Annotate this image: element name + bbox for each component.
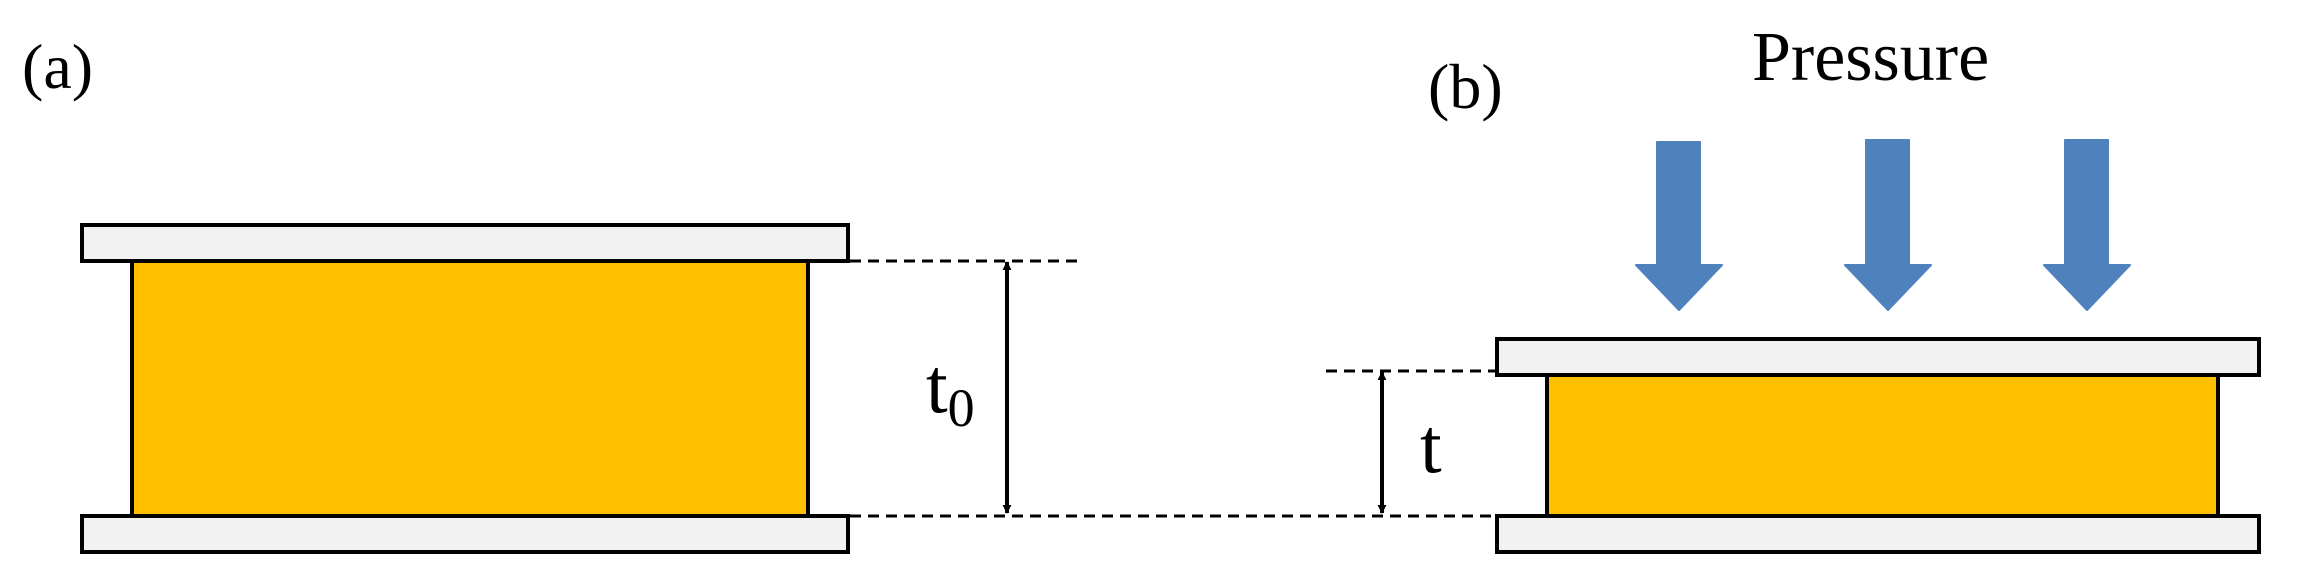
thickness-label-a: t0	[926, 342, 975, 438]
pressure-label: Pressure	[1752, 19, 1989, 96]
thickness-symbol: t	[926, 342, 948, 429]
thickness-subscript: 0	[948, 378, 975, 438]
down-arrow-icon	[1844, 139, 1932, 311]
sample-b	[1545, 373, 2220, 518]
panel-a-label: (a)	[22, 31, 93, 102]
bottom-plate-b	[1495, 514, 2261, 554]
bottom-plate-a	[80, 514, 850, 554]
sample-a	[130, 259, 810, 518]
thickness-label-b: t	[1420, 402, 1442, 489]
panel-b: (b) Pressure t	[1326, 19, 2261, 554]
panel-a: (a) t0	[22, 31, 1078, 554]
down-arrow-icon	[1635, 141, 1723, 311]
down-arrow-icon	[2043, 139, 2131, 311]
top-plate-b	[1495, 337, 2261, 377]
top-plate-a	[80, 223, 850, 263]
panel-b-label: (b)	[1428, 51, 1503, 122]
